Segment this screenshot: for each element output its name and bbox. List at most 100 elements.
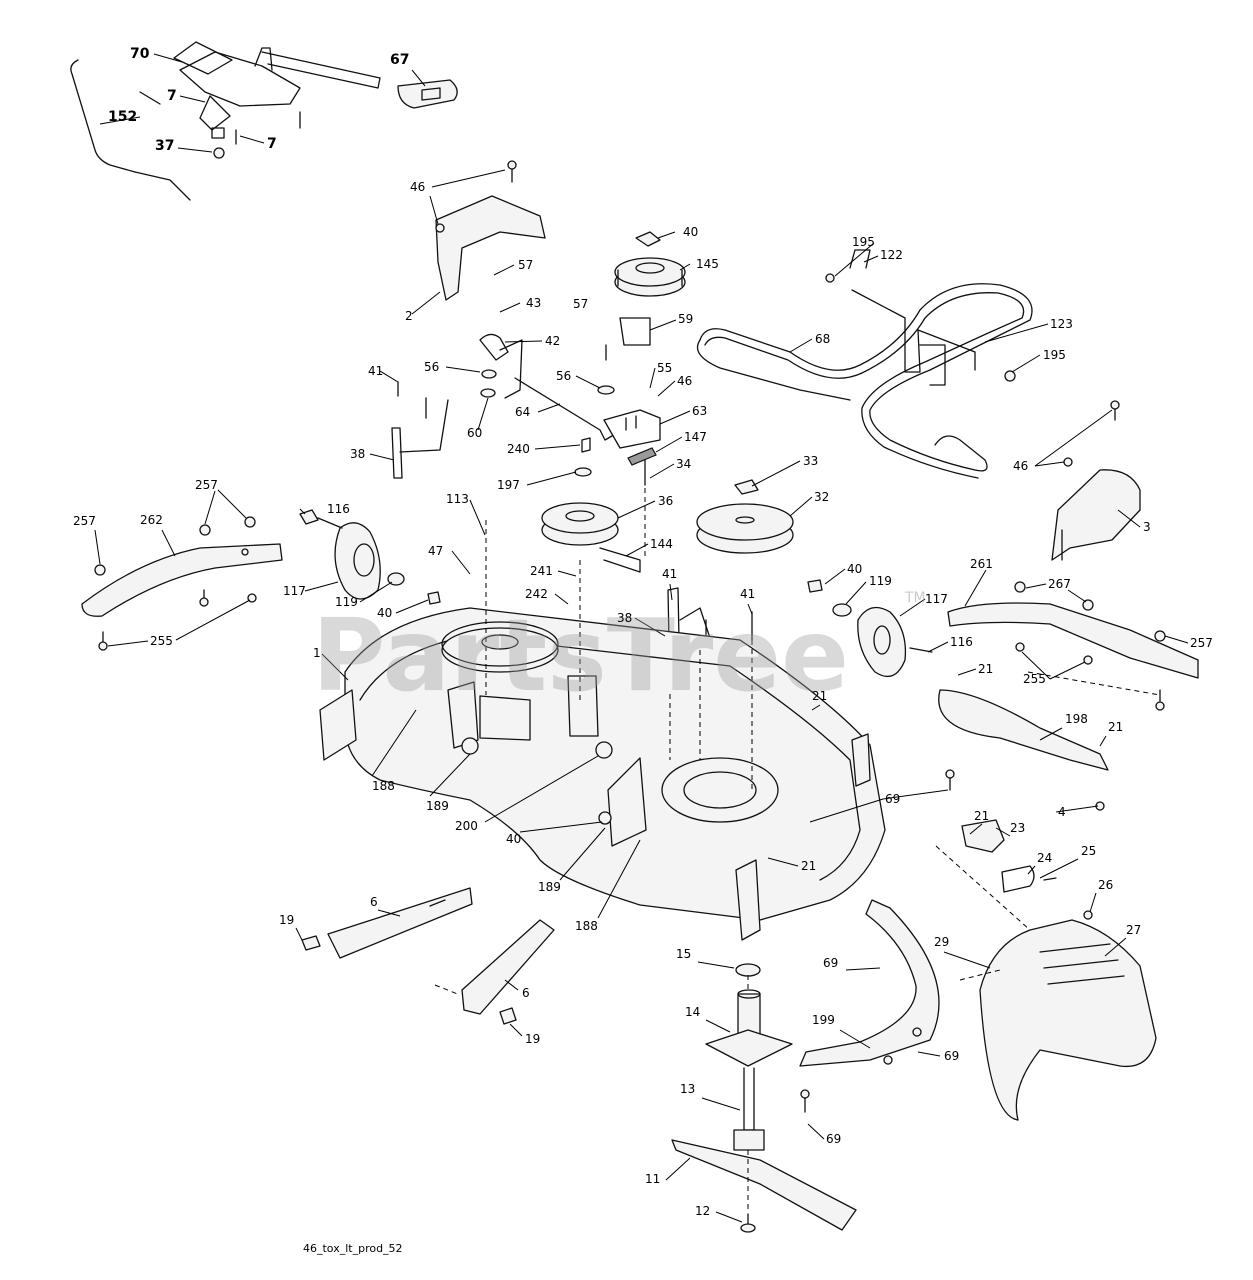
part-callout: 262 bbox=[140, 513, 163, 527]
part-callout: 69 bbox=[823, 956, 838, 970]
part-callout: 69 bbox=[826, 1132, 841, 1146]
part-callout: 2 bbox=[405, 309, 413, 323]
handle-grip bbox=[397, 79, 458, 109]
part-callout: 117 bbox=[283, 584, 306, 598]
part-callout: 195 bbox=[1043, 348, 1066, 362]
part-callout: 188 bbox=[575, 919, 598, 933]
part-callout: 23 bbox=[1010, 821, 1025, 835]
part-callout: 255 bbox=[150, 634, 173, 648]
part-callout: 40 bbox=[377, 606, 392, 620]
part-callout: 116 bbox=[950, 635, 973, 649]
part-callout: 64 bbox=[515, 405, 530, 419]
part-callout: 69 bbox=[944, 1049, 959, 1063]
part-callout: 29 bbox=[934, 935, 949, 949]
part-callout: 152 bbox=[108, 109, 137, 125]
part-callout: 257 bbox=[73, 514, 96, 528]
watermark: PartsTree TM bbox=[312, 590, 926, 714]
part-callout: 242 bbox=[525, 587, 548, 601]
part-callout: 3 bbox=[1143, 520, 1151, 534]
part-callout: 37 bbox=[155, 138, 174, 154]
part-callout: 69 bbox=[885, 792, 900, 806]
part-callout: 55 bbox=[657, 361, 672, 375]
part-callout: 257 bbox=[195, 478, 218, 492]
part-callout: 70 bbox=[130, 46, 150, 62]
idler-pulley-upper bbox=[614, 231, 686, 297]
rear-belt-cover bbox=[1051, 400, 1141, 561]
part-callout: 188 bbox=[372, 779, 395, 793]
part-callout: 42 bbox=[545, 334, 560, 348]
idler-arm bbox=[479, 317, 661, 486]
part-callout: 21 bbox=[1108, 720, 1123, 734]
blade-spindle bbox=[705, 963, 793, 1151]
part-callout: 1 bbox=[313, 646, 321, 660]
part-callout: 67 bbox=[390, 52, 409, 68]
mower-blade bbox=[671, 1139, 857, 1233]
part-callout: 57 bbox=[573, 297, 588, 311]
drive-belt bbox=[696, 283, 1033, 479]
part-callout: 7 bbox=[167, 88, 177, 104]
part-callout: 60 bbox=[467, 426, 482, 440]
leader-lines bbox=[94, 53, 1189, 1223]
deck-baffles bbox=[799, 689, 1109, 1113]
part-callout: 119 bbox=[335, 595, 358, 609]
part-callout: 46 bbox=[677, 374, 692, 388]
part-callout: 40 bbox=[847, 562, 862, 576]
part-callout: 40 bbox=[506, 832, 521, 846]
part-callout: 7 bbox=[267, 136, 277, 152]
part-callout: 26 bbox=[1098, 878, 1113, 892]
part-callout: 240 bbox=[507, 442, 530, 456]
deck-brackets bbox=[301, 887, 555, 1025]
part-callout: 255 bbox=[1023, 672, 1046, 686]
part-callout: 195 bbox=[852, 235, 875, 249]
watermark-text: PartsTree bbox=[312, 597, 849, 714]
part-callout: 19 bbox=[279, 913, 294, 927]
lift-lever-assembly bbox=[70, 41, 381, 201]
part-callout: 6 bbox=[370, 895, 378, 909]
part-callout: 199 bbox=[812, 1013, 835, 1027]
part-callout: 25 bbox=[1081, 844, 1096, 858]
left-gauge-wheel bbox=[299, 509, 441, 605]
deck-pulleys bbox=[541, 479, 794, 573]
part-callout: 56 bbox=[556, 369, 571, 383]
part-callout: 267 bbox=[1048, 577, 1071, 591]
belt-guard-top bbox=[435, 160, 546, 301]
right-deck-rail bbox=[807, 579, 1199, 711]
part-callout: 12 bbox=[695, 1204, 710, 1218]
part-callout: 33 bbox=[803, 454, 818, 468]
part-callout: 15 bbox=[676, 947, 691, 961]
part-callout: 13 bbox=[680, 1082, 695, 1096]
part-callout: 46 bbox=[410, 180, 425, 194]
mower-deck-housing bbox=[319, 607, 886, 941]
part-callout: 41 bbox=[662, 567, 677, 581]
part-callout: 241 bbox=[530, 564, 553, 578]
part-callout: 27 bbox=[1126, 923, 1141, 937]
part-callout: 59 bbox=[678, 312, 693, 326]
part-callout: 189 bbox=[538, 880, 561, 894]
drawing-reference: 46_tox_lt_prod_52 bbox=[303, 1242, 403, 1255]
part-callout: 198 bbox=[1065, 712, 1088, 726]
left-deck-rail bbox=[81, 516, 283, 651]
part-callout: 144 bbox=[650, 537, 673, 551]
part-callout: 36 bbox=[658, 494, 673, 508]
part-callout: 145 bbox=[696, 257, 719, 271]
assembly-lines bbox=[434, 488, 1161, 1210]
part-callout: 38 bbox=[350, 447, 365, 461]
part-callout: 122 bbox=[880, 248, 903, 262]
part-callout: 68 bbox=[815, 332, 830, 346]
part-callout: 34 bbox=[676, 457, 691, 471]
part-callout: 24 bbox=[1037, 851, 1052, 865]
part-callout: 14 bbox=[685, 1005, 700, 1019]
discharge-chute bbox=[961, 819, 1157, 1121]
part-callout: 189 bbox=[426, 799, 449, 813]
part-callout: 119 bbox=[869, 574, 892, 588]
part-callout: 147 bbox=[684, 430, 707, 444]
part-callout: 116 bbox=[327, 502, 350, 516]
tension-bracket bbox=[825, 249, 1016, 386]
part-callout: 21 bbox=[974, 809, 989, 823]
part-callout: 32 bbox=[814, 490, 829, 504]
part-callout: 257 bbox=[1190, 636, 1213, 650]
watermark-trademark: TM bbox=[904, 590, 926, 606]
part-callout: 117 bbox=[925, 592, 948, 606]
part-callout: 261 bbox=[970, 557, 993, 571]
